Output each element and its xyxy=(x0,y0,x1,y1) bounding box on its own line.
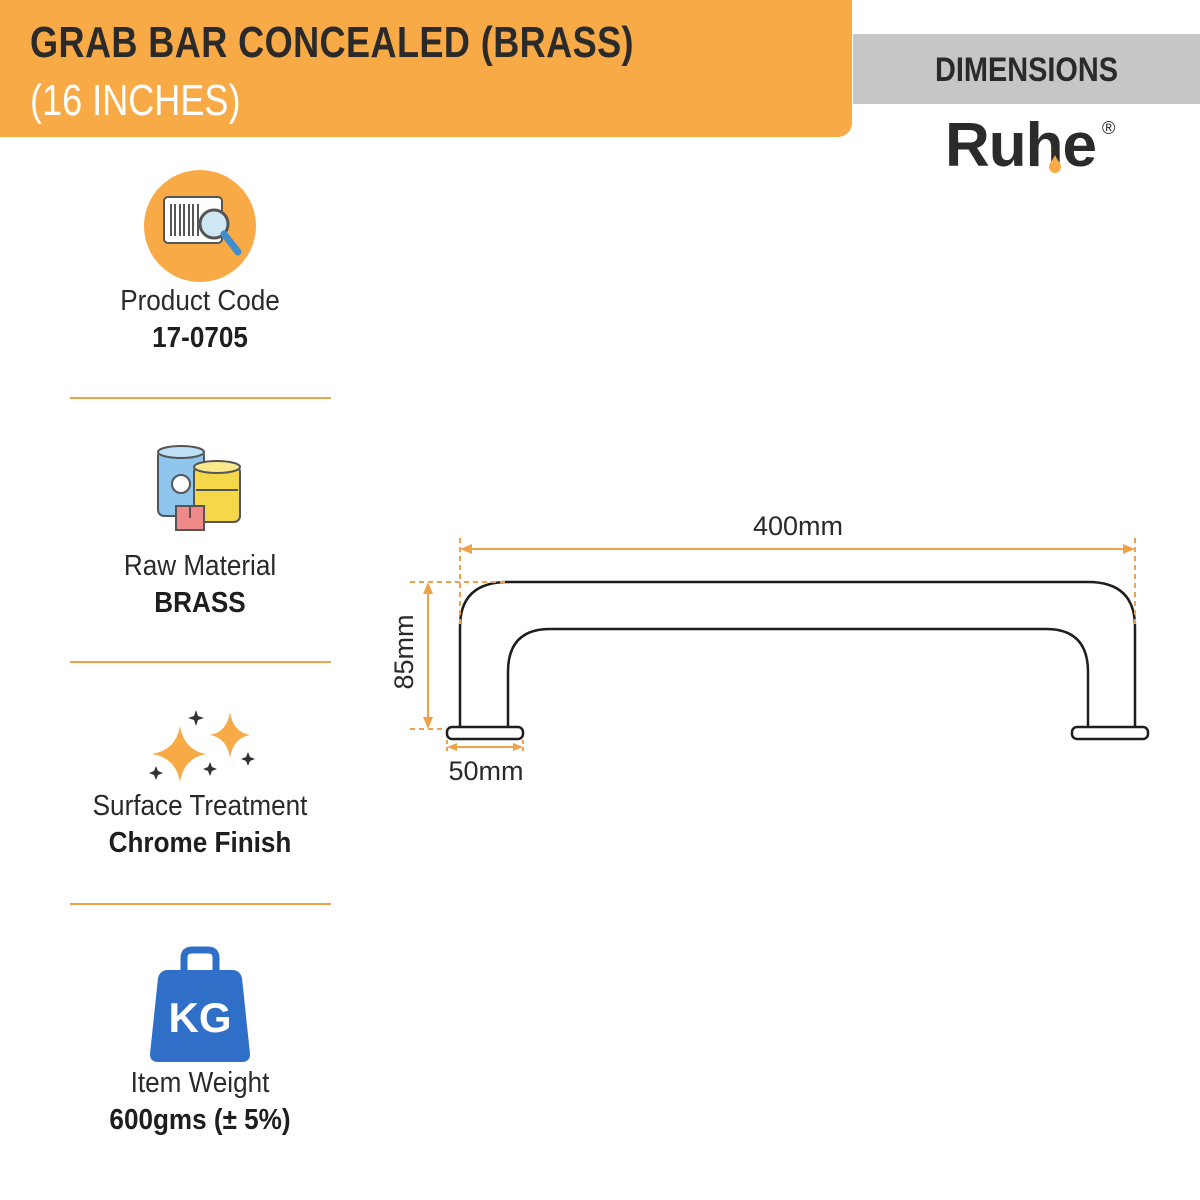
dimensions-label: DIMENSIONS xyxy=(934,51,1119,89)
surface-treatment-spec: Surface Treatment Chrome Finish xyxy=(70,790,330,860)
grab-bar-outline xyxy=(458,580,1137,727)
product-code-value: 17-0705 xyxy=(152,322,248,354)
divider xyxy=(70,661,331,663)
grab-bar-inner-outline xyxy=(506,627,1090,727)
grab-bar-drawing: 400mm 85mm 50mm xyxy=(389,511,1150,786)
width-dimension xyxy=(459,538,1136,624)
materials-icon xyxy=(157,445,241,531)
surface-treatment-label: Surface Treatment xyxy=(92,790,308,822)
raw-material-value: BRASS xyxy=(154,587,246,619)
surface-treatment-value: Chrome Finish xyxy=(108,827,292,859)
height-dimension-label: 85mm xyxy=(389,614,419,689)
brand-logo: Ruhe ® xyxy=(945,110,1125,180)
width-dimension-label: 400mm xyxy=(753,511,843,541)
base-dimension-label: 50mm xyxy=(448,756,523,786)
barcode-search-icon xyxy=(144,170,256,282)
weight-icon-text: KG xyxy=(169,994,232,1041)
product-code-label: Product Code xyxy=(120,285,280,317)
right-mounting-flange xyxy=(1070,725,1150,741)
divider xyxy=(70,397,331,399)
dimensions-banner: DIMENSIONS xyxy=(853,34,1200,104)
item-weight-label: Item Weight xyxy=(130,1067,270,1099)
raw-material-label: Raw Material xyxy=(123,550,277,582)
product-code-spec: Product Code 17-0705 xyxy=(70,285,330,355)
brand-name: Ruhe xyxy=(945,111,1097,180)
product-size: (16 INCHES) xyxy=(30,76,241,125)
sparkles-icon xyxy=(149,710,255,782)
item-weight-value: 600gms (± 5%) xyxy=(109,1104,291,1136)
weight-icon: KG xyxy=(150,946,250,1062)
raw-material-spec: Raw Material BRASS xyxy=(70,550,330,620)
registered-mark: ® xyxy=(1102,118,1116,138)
divider xyxy=(70,903,331,905)
item-weight-spec: Item Weight 600gms (± 5%) xyxy=(70,1067,330,1137)
title-banner: GRAB BAR CONCEALED (BRASS) (16 INCHES) xyxy=(0,0,852,137)
water-drop-icon xyxy=(1049,155,1061,173)
product-title: GRAB BAR CONCEALED (BRASS) xyxy=(30,18,634,67)
left-mounting-flange xyxy=(445,725,525,741)
base-dimension xyxy=(446,740,524,752)
